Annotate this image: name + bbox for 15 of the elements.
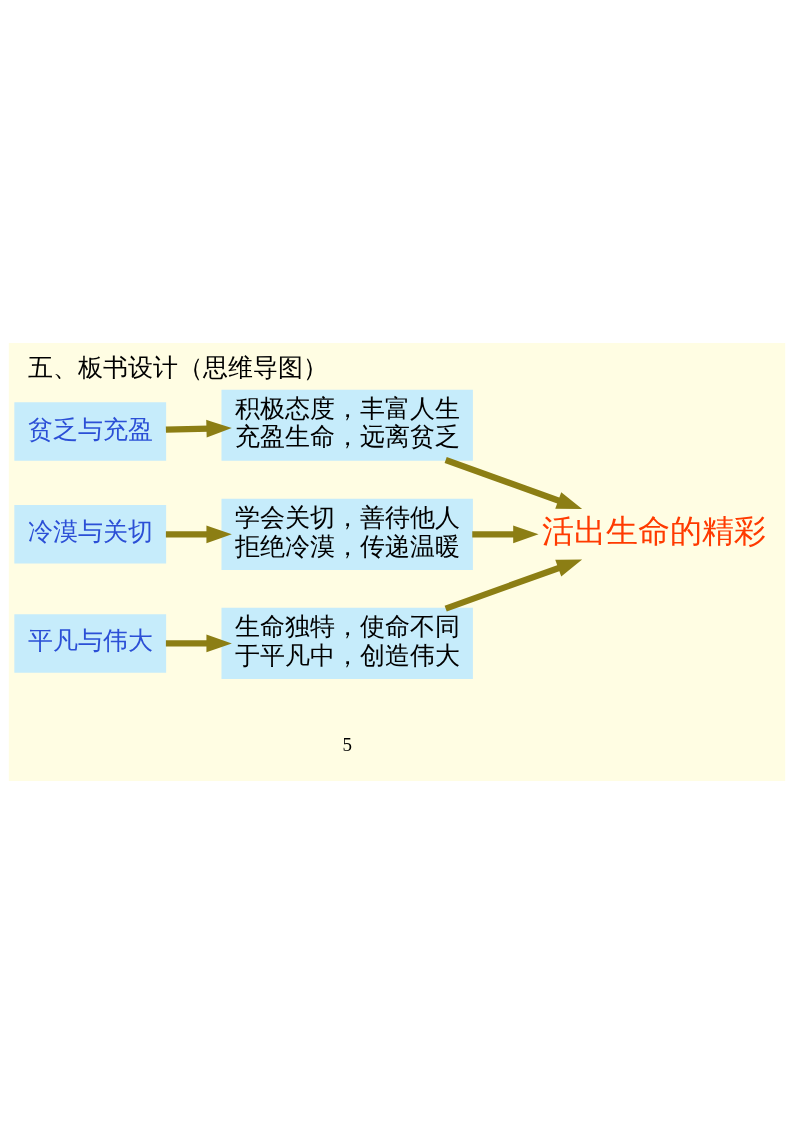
arrow bbox=[165, 524, 232, 543]
arrow bbox=[444, 559, 583, 612]
arrow bbox=[472, 524, 539, 543]
label: 5 bbox=[342, 733, 352, 755]
node-box: 学会关切，善待他人拒绝冷漠，传递温暖 bbox=[221, 498, 473, 570]
node-box: 平凡与伟大 bbox=[14, 613, 167, 673]
arrow bbox=[444, 456, 583, 509]
node-box: 生命独特，使命不同于平凡中，创造伟大 bbox=[221, 607, 473, 679]
node-box: 积极态度，丰富人生充盈生命，远离贫乏 bbox=[221, 389, 473, 461]
node-text: 活出生命的精彩 bbox=[541, 513, 766, 549]
diagram-title: 五、板书设计（思维导图） bbox=[28, 352, 328, 382]
node-box: 贫乏与充盈 bbox=[14, 401, 167, 461]
arrow bbox=[165, 419, 232, 438]
arrow bbox=[165, 634, 232, 652]
node-box: 冷漠与关切 bbox=[14, 504, 167, 564]
